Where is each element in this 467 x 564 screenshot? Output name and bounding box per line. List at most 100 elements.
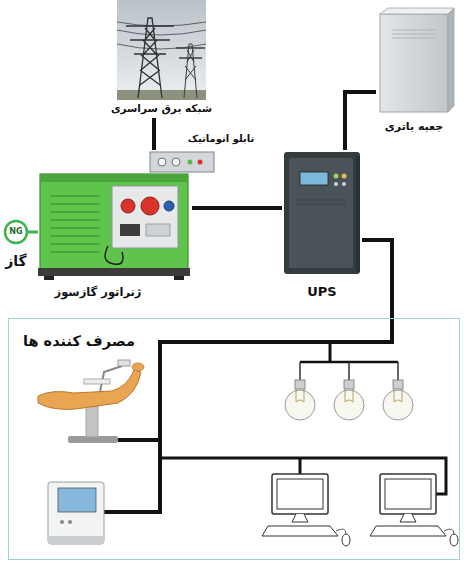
computers-part: [336, 529, 346, 534]
light-bulbs-part: [295, 380, 305, 389]
computers-part: [342, 534, 350, 546]
dental-chair-part: [84, 379, 110, 384]
transfer-panel-part: [198, 160, 203, 165]
light-bulbs-part: [344, 380, 354, 389]
dental-chair-part: [118, 360, 130, 366]
dental-chair: [38, 360, 144, 443]
battery-box: جعبه باتری: [376, 8, 452, 136]
transfer-panel: [150, 152, 214, 172]
computers-part: [292, 514, 308, 522]
dental-chair-part: [38, 370, 141, 409]
generator-body-part: [174, 276, 184, 280]
generator-body-part: [105, 246, 123, 264]
computers-part: [444, 529, 454, 534]
gas-pipe: [28, 231, 38, 234]
ups-cabinet-part: [289, 158, 353, 268]
ups-cabinet-part: [342, 174, 347, 179]
generator-body-part: [121, 199, 135, 213]
grid-feed-wire: [152, 118, 156, 150]
ups-cabinet-part: [296, 200, 346, 204]
generator-body-part: [112, 186, 178, 248]
load-wiring-part: [104, 318, 392, 512]
lab-analyzer-part: [48, 536, 104, 544]
computers-part: [262, 526, 338, 536]
generator-body-part: [141, 197, 159, 215]
generator-body-part: [38, 268, 190, 276]
node-label: تابلو اتوماتیک: [180, 133, 262, 145]
ups-cabinet-part: [334, 174, 339, 179]
gas-generator: ژنراتور گازسوز: [38, 170, 192, 304]
computers-part: [385, 479, 431, 509]
computers-part: [380, 474, 436, 514]
battery-cable: [345, 92, 376, 150]
dental-chair-part: [86, 406, 98, 437]
ups-unit: UPS: [282, 150, 362, 306]
battery-cabinet-part: [392, 30, 436, 38]
node-label: جعبه باتری: [368, 120, 460, 133]
battery-cabinet: [380, 8, 454, 112]
transfer-panel-box: تابلو اتوماتیک: [150, 150, 214, 172]
power-tower-picture: [117, 0, 206, 100]
generator-body-part: [120, 224, 140, 236]
light-bulbs-part: [383, 390, 413, 420]
light-bulbs-part: [285, 390, 315, 420]
computers: [262, 474, 458, 546]
group-heading: مصرف کننده ها: [23, 333, 135, 350]
computers-part: [272, 474, 328, 514]
ups-cabinet-part: [342, 182, 346, 186]
ups-cabinet-part: [356, 156, 360, 272]
load-wiring-part: [118, 438, 160, 442]
battery-cabinet-part: [380, 8, 454, 14]
light-bulbs-part: [393, 380, 403, 389]
transfer-panel-part: [158, 158, 166, 166]
lab-analyzer-part: [68, 520, 72, 524]
battery-cabinet-part: [380, 14, 448, 112]
ups-cabinet: [284, 152, 360, 274]
lab-analyzer: [48, 482, 104, 544]
node-label: ژنراتور گازسوز: [38, 286, 158, 300]
computers-part: [277, 479, 323, 509]
power-tower-picture-part: [126, 26, 174, 54]
generator-body-part: [50, 196, 100, 252]
gas-inlet-symbol: [5, 221, 27, 243]
light-bulbs-part: [334, 390, 364, 420]
ups-cabinet-part: [284, 152, 360, 274]
consumers-group: مصرف کننده ها: [8, 318, 460, 560]
load-wiring-part: [299, 458, 302, 474]
computers-part: [400, 514, 416, 522]
transfer-panel-part: [172, 158, 180, 166]
power-tower-picture-part: [138, 18, 162, 98]
light-bulbs-part: [296, 389, 402, 402]
lab-analyzer-part: [58, 488, 96, 512]
dental-chair-part: [132, 363, 144, 371]
node-label: UPS: [282, 284, 362, 300]
computers-part: [370, 526, 446, 536]
generator-body-part: [146, 224, 170, 236]
generator-body-part: [40, 174, 188, 182]
power-tower-picture-part: [184, 44, 197, 98]
generator-body-part: [40, 174, 188, 270]
node-label: NG: [4, 227, 28, 237]
power-tower-picture-part: [176, 48, 205, 58]
battery-cabinet-part: [448, 8, 454, 112]
generator-body-part: [164, 201, 174, 211]
generator-body: [38, 174, 190, 280]
gas-inlet-symbol-part: [5, 221, 27, 243]
light-bulbs-part: [300, 362, 398, 380]
power-tower-picture-part: [117, 0, 206, 100]
lab-analyzer-part: [60, 520, 64, 524]
generator-cable: [192, 206, 282, 210]
generator-body-part: [44, 276, 54, 280]
gas-supply: NGگاز: [4, 218, 28, 274]
node-label: شبکه برق سراسری: [103, 102, 220, 115]
computers-part: [450, 534, 458, 546]
ups-cabinet-part: [334, 182, 338, 186]
light-bulbs: [285, 362, 413, 420]
power-grid: شبکه برق سراسری: [117, 0, 206, 118]
load-cable: [362, 240, 392, 318]
node-label: گاز: [0, 253, 34, 270]
